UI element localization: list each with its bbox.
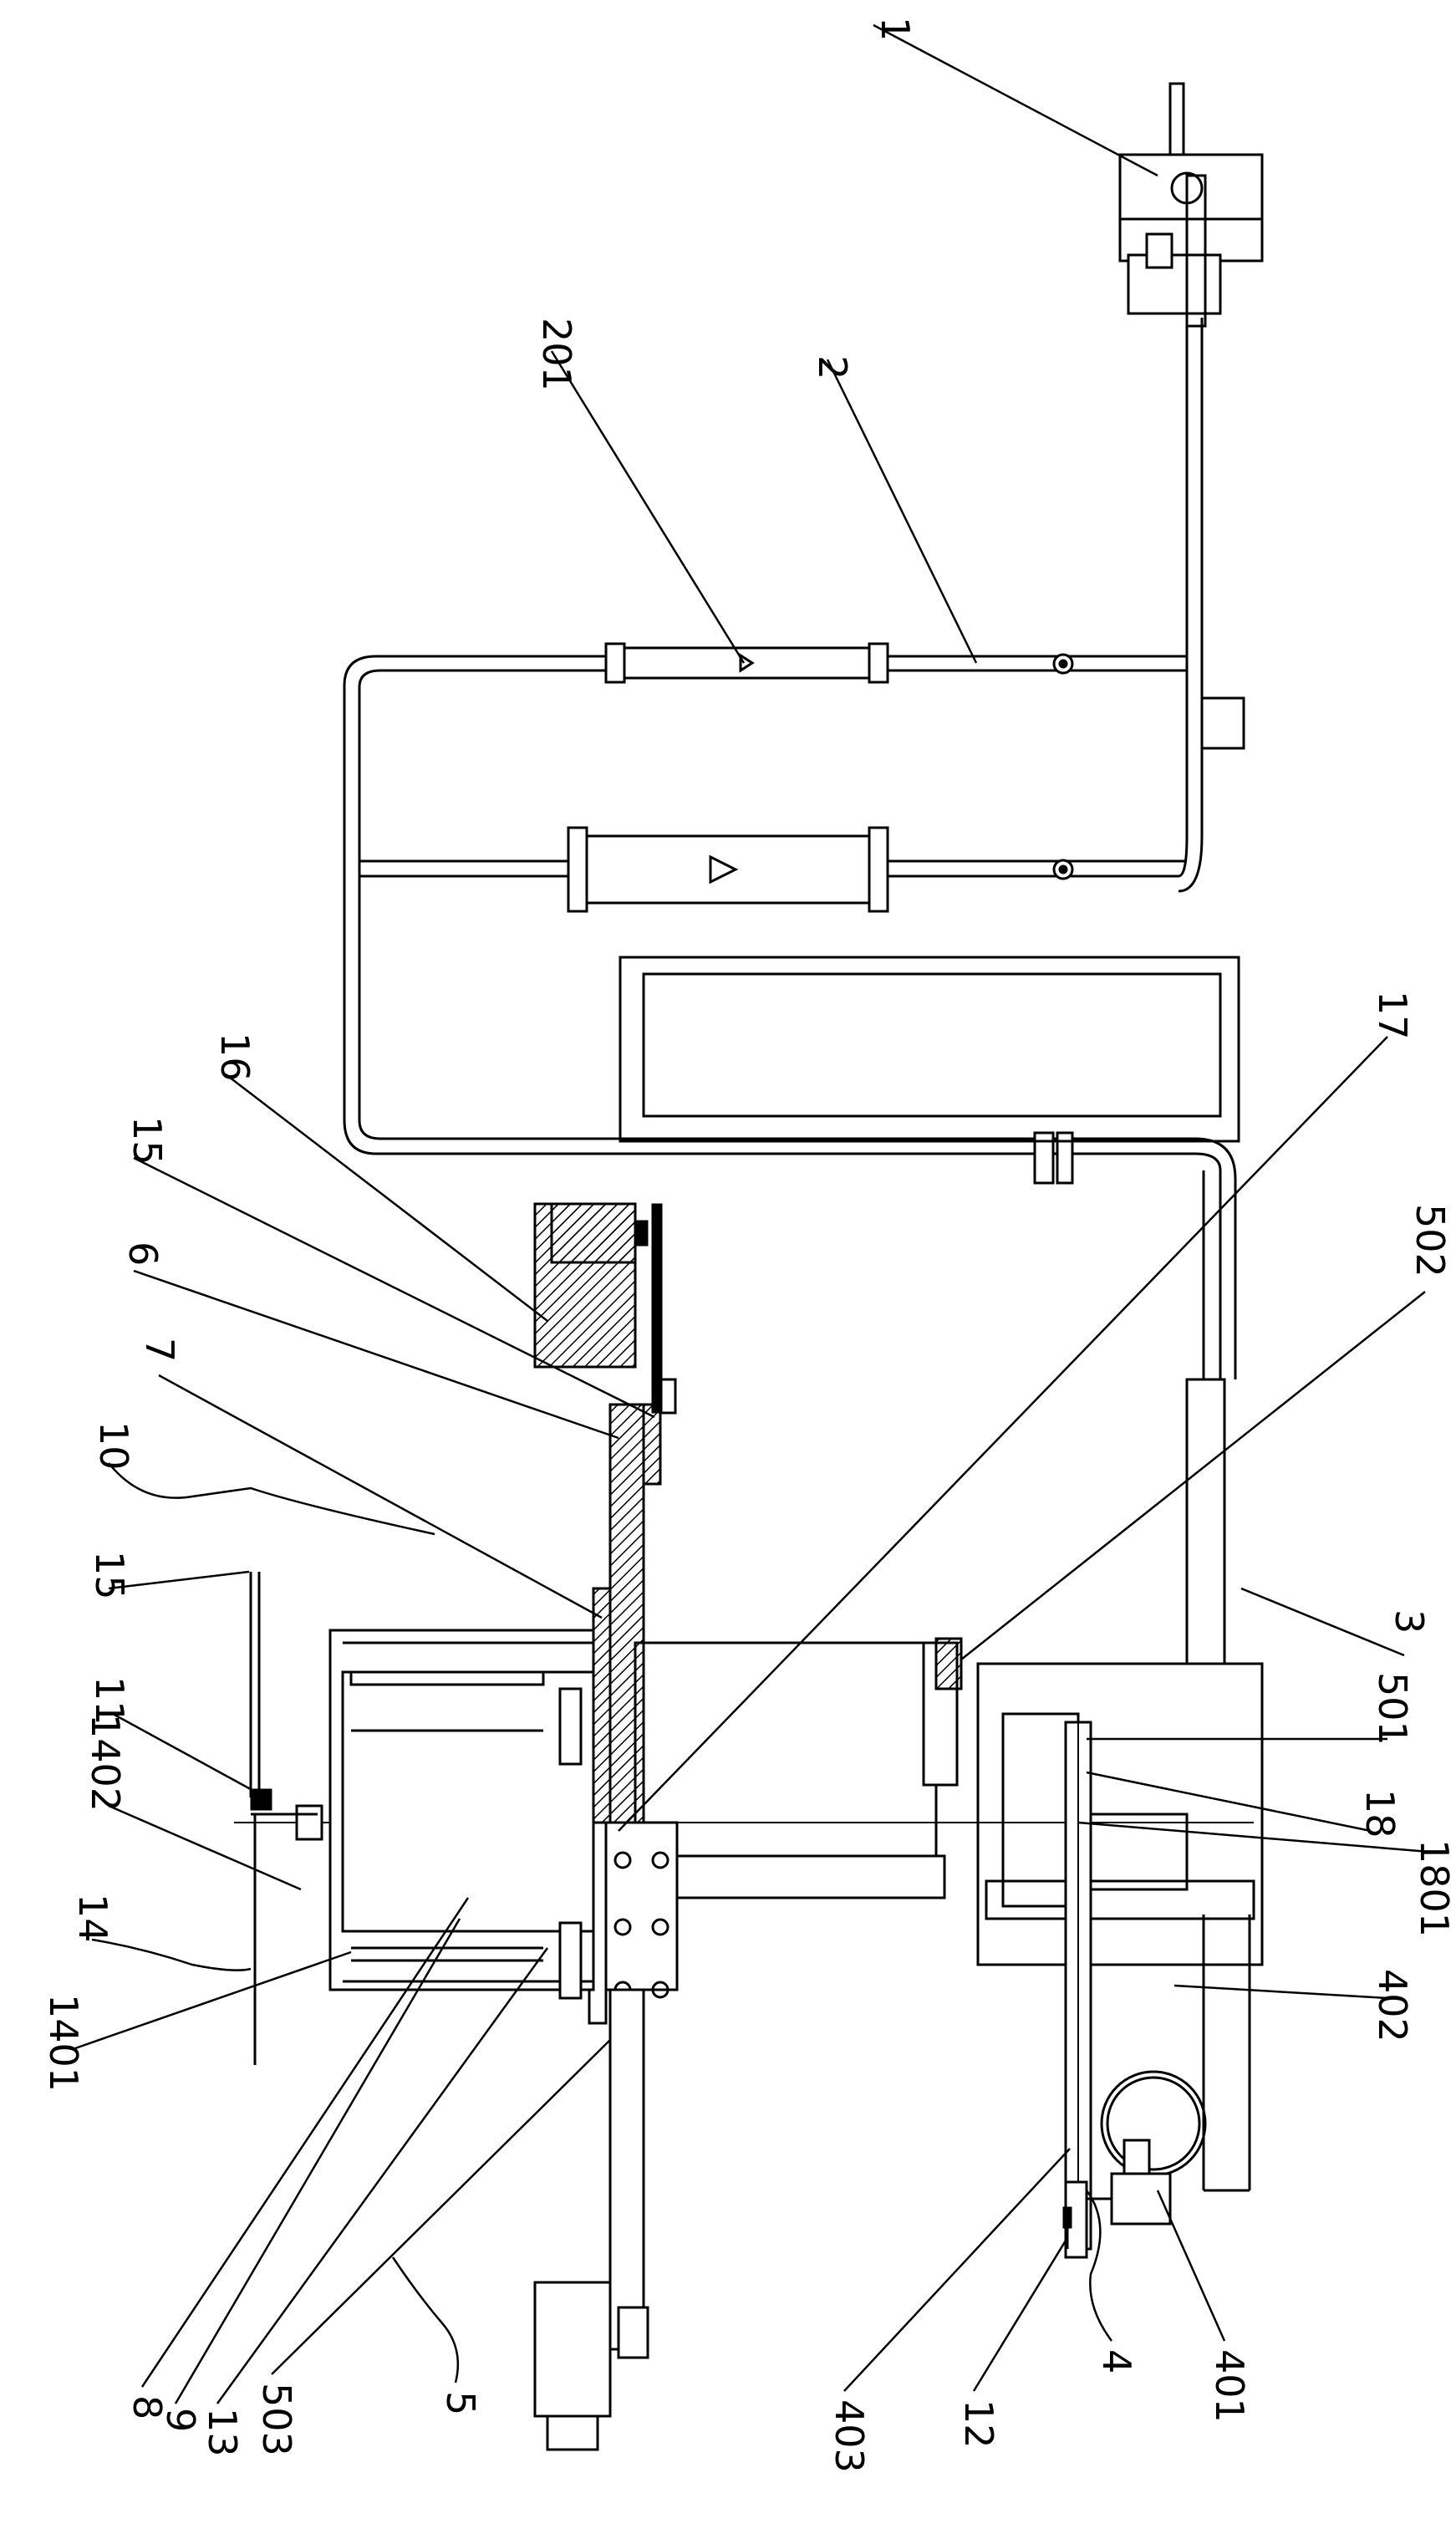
label-201: 201 [534, 318, 579, 391]
leader-lines [75, 25, 1429, 2404]
label-501: 501 [1370, 1672, 1415, 1746]
label-10: 10 [91, 1421, 136, 1471]
rack-gear [1066, 1722, 1091, 2249]
reference-labels: 1 2 201 16 15 6 7 10 15 11 1402 14 1401 … [41, 17, 1456, 2473]
label-5: 5 [438, 2391, 483, 2415]
label-18: 18 [1357, 1789, 1403, 1838]
label-1801: 1801 [1412, 1839, 1456, 1937]
label-16: 16 [212, 1033, 257, 1082]
pipe-network [344, 318, 1244, 1379]
label-6: 6 [120, 1242, 165, 1266]
label-4: 4 [1094, 2349, 1139, 2373]
upper-plate [535, 1204, 662, 1413]
label-13: 13 [200, 2408, 245, 2457]
pump-unit [1120, 84, 1262, 326]
label-15-lower: 15 [87, 1551, 132, 1600]
label-1: 1 [873, 17, 918, 41]
left-assembly [251, 1572, 593, 2065]
riser-pipe [1187, 1170, 1224, 1680]
label-17: 17 [1370, 991, 1415, 1040]
label-7: 7 [137, 1338, 182, 1362]
label-2: 2 [810, 355, 855, 380]
label-3: 3 [1387, 1609, 1432, 1634]
label-503: 503 [254, 2383, 299, 2456]
label-12: 12 [956, 2399, 1001, 2449]
label-403: 403 [827, 2399, 872, 2473]
base-box [978, 1664, 1262, 1965]
label-14: 14 [70, 1894, 115, 1943]
label-401: 401 [1207, 2349, 1252, 2423]
label-1402: 1402 [83, 1714, 128, 1812]
label-9: 9 [158, 2408, 203, 2432]
label-15-upper: 15 [125, 1116, 170, 1165]
label-402: 402 [1370, 1969, 1415, 2042]
label-1401: 1401 [41, 1994, 86, 2092]
drive-motor [535, 2282, 648, 2450]
label-502: 502 [1408, 1204, 1453, 1277]
